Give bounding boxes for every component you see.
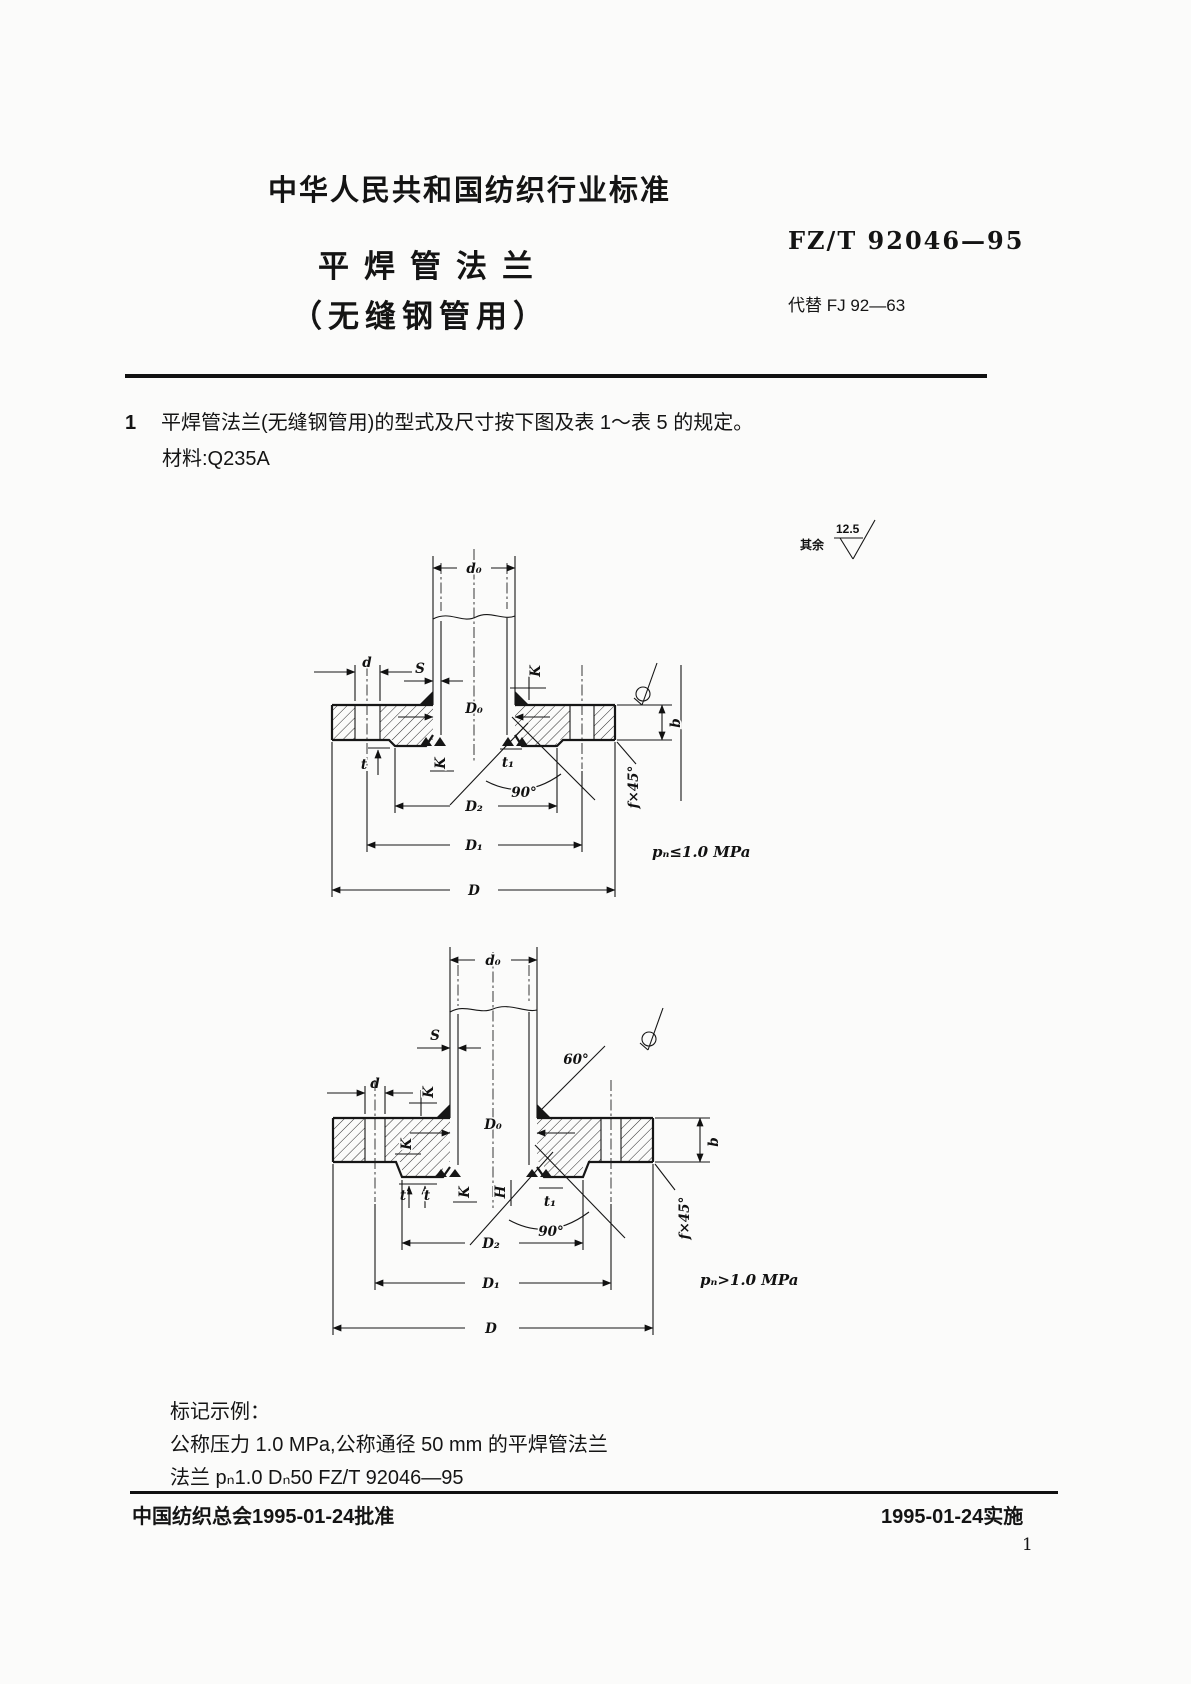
fig2-dim-d0: d₀ [449,952,538,971]
fig1-label-K-bottom: K [433,756,449,770]
fig2-pipe [449,947,538,1208]
fig1-label-D: D [467,883,480,899]
fig1-dim-D0: D₀ [398,700,550,721]
fig1-label-f45: f×45° [626,766,642,810]
marking-example-line2: 法兰 pₙ1.0 Dₙ50 FZ/T 92046—95 [170,1467,464,1489]
fig1-dim-f45: f×45° [616,741,644,811]
fig2-dim-t-right: t [421,1185,432,1208]
page-number: 1 [1022,1535,1033,1555]
fig2-dim-t-left: t [398,1183,437,1208]
fig1-label-b: b [668,718,684,727]
fig1-dim-b: b [617,665,686,801]
fig1-label-t1: t₁ [502,755,514,771]
fig2-label-90deg: 90° [538,1224,564,1240]
header-rule [125,374,987,378]
fig2-dim-f45: f×45° [654,1163,695,1242]
document-subtitle: （无缝钢管用） [291,299,550,334]
supersedes-note: 代替 FJ 92—63 [788,296,906,315]
fig1-dim-K-bottom: K [430,754,454,772]
fig1-dim-D1: D₁ [366,771,583,856]
material-note: 材料:Q235A [162,448,270,470]
fig2-label-H: H [493,1184,509,1199]
fig1-label-K-top: K [528,664,544,678]
marking-example-heading: 标记示例： [170,1401,270,1423]
fig1-label-D1: D₁ [464,838,483,854]
clause-1: 1 平焊管法兰(无缝钢管用)的型式及尺寸按下图及表 1～表 5 的规定。 [125,406,753,435]
fig2-label-t1: t₁ [544,1194,556,1210]
fig1-dim-d0: d₀ [432,560,516,579]
fig1-dim-D2: D₂ [394,748,558,817]
fig1-label-d0: d₀ [466,561,481,577]
fig1-dim-K-top: K [510,662,546,700]
fig2-dim-d: d [327,1075,413,1114]
fig1-dim-d: d [314,654,412,701]
figure-flange-low-pressure: d₀ [314,549,752,901]
fig2-pressure-note: pₙ>1.0 MPa [700,1271,798,1289]
fig1-dim-D: D [331,742,616,901]
fig2-dim-b: b [655,1117,724,1163]
fig1-label-D0: D₀ [464,701,483,717]
fig2-label-K-top: K [421,1085,437,1099]
standard-org-title: 中华人民共和国纺织行业标准 [268,175,672,207]
fig2-weld-bevel-angle: 60° [538,1045,606,1113]
clause-number: 1 [125,412,137,434]
roughness-triangle-icon [834,519,876,560]
implementation-note: 1995-01-24实施 [881,1506,1024,1528]
fig2-label-D2: D₂ [481,1236,500,1252]
clause-text: 平焊管法兰(无缝钢管用)的型式及尺寸按下图及表 1～表 5 的规定。 [161,412,754,434]
fig2-dim-D2: D₂ [401,1180,584,1254]
fig2-label-S: S [430,1028,440,1044]
fig1-chamfer-angle: 90° [449,716,596,806]
fig2-dim-S: S [417,1027,481,1052]
fig1-pressure-note: pₙ≤1.0 MPa [652,843,750,861]
fig2-label-b: b [706,1137,722,1146]
fig2-label-60deg: 60° [563,1052,589,1068]
fig2-label-t-right: t [424,1188,431,1204]
fig2-dim-K-top: K [409,1083,439,1116]
fig2-dim-K-bottom: K [453,1183,477,1203]
fig2-label-d0: d₀ [485,953,500,969]
fig1-label-t: t [361,757,368,773]
fig2-label-K-left: K [399,1137,415,1151]
fig2-dim-K-left: K [395,1135,421,1155]
fig1-flange-section [330,665,617,769]
fig2-dim-D1: D₁ [374,1204,612,1294]
roughness-prefix-label: 其余 [800,537,825,552]
fig1-dim-t1: t₁ [500,748,522,773]
fig2-label-K-bottom: K [457,1185,473,1199]
fig2-dim-t1: t₁ [539,1187,563,1212]
fig2-label-D0: D₀ [483,1117,502,1133]
fig1-dim-S: S [404,660,463,685]
fig1-label-90deg: 90° [511,785,537,801]
fig2-dim-D: D [332,1164,654,1339]
fig2-label-D: D [484,1321,497,1337]
fig2-label-f45: f×45° [677,1197,693,1241]
fig2-chamfer-angle: 90° [469,1144,626,1246]
roughness-note: 其余 12.5 [800,519,876,560]
fig2-label-t-left: t [400,1188,407,1204]
fig2-label-D1: D₁ [481,1276,500,1292]
fig1-dim-t: t [359,747,390,775]
fig2-dim-D0: D₀ [410,1116,575,1137]
marking-example-line1: 公称压力 1.0 MPa,公称通径 50 mm 的平焊管法兰 [170,1434,608,1456]
fig1-label-S: S [415,661,425,677]
fig1-label-D2: D₂ [464,799,483,815]
fig1-surface-finish-icon [633,662,658,706]
fig1-pipe [432,549,516,763]
approval-note: 中国纺织总会1995-01-24批准 [132,1506,395,1528]
document-title: 平焊管法兰 [318,249,548,284]
fig2-dim-H: H [492,1180,512,1206]
fig2-surface-finish-icon [639,1007,664,1051]
roughness-value-label: 12.5 [836,522,860,536]
fig2-flange-section [331,1080,655,1202]
fig1-label-d: d [362,655,372,671]
figure-flange-high-pressure: d₀ S 60° d K [327,947,800,1339]
standard-code: FZ/T 92046—95 [788,226,1025,255]
footer-rule [130,1491,1058,1494]
